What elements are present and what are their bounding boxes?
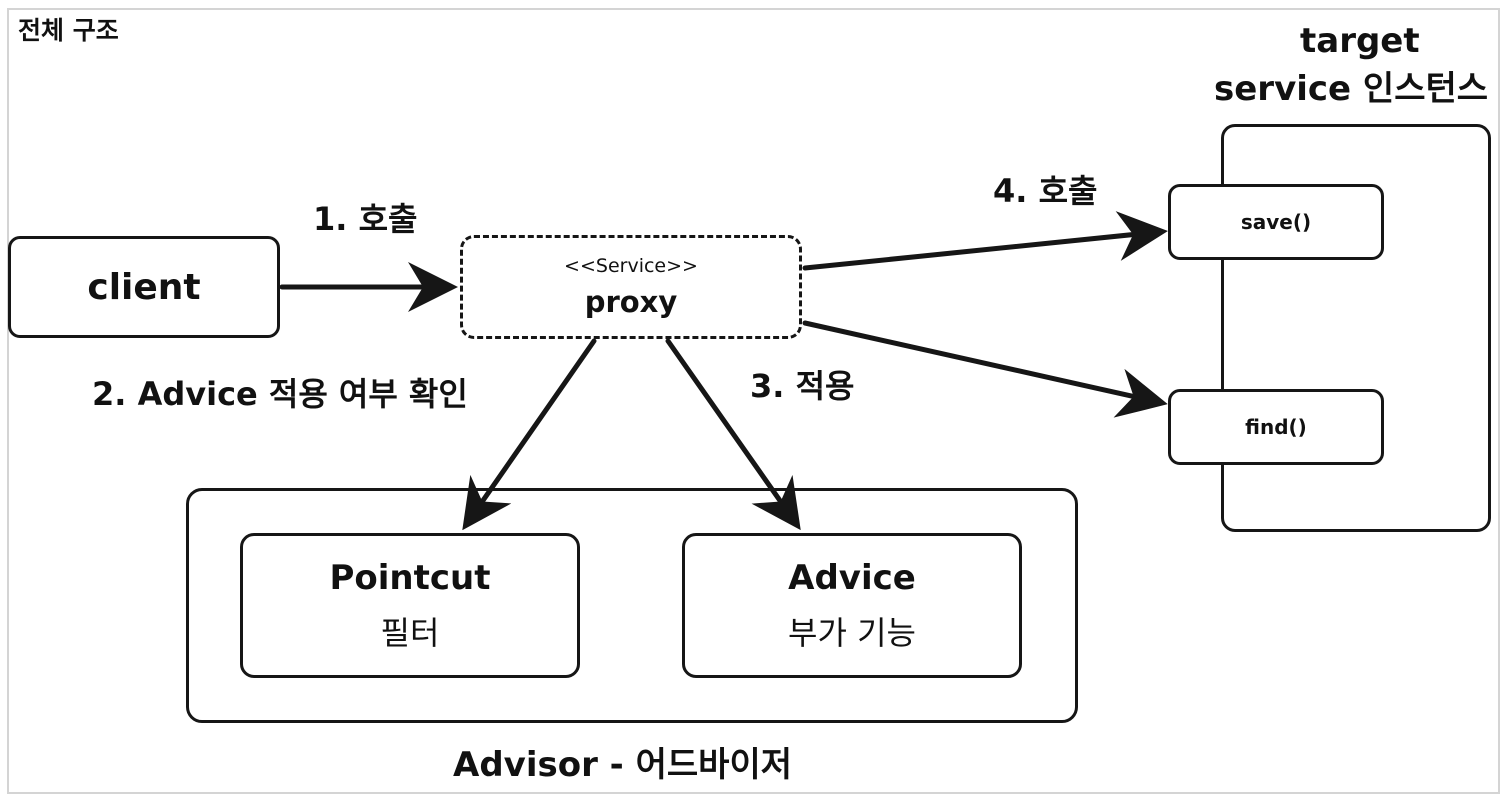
step-2-check-label: 2. Advice 적용 여부 확인 <box>92 375 468 413</box>
arrow-proxy-to-find <box>802 320 1168 418</box>
client-label: client <box>87 266 201 308</box>
step-3-apply-label: 3. 적용 <box>750 367 855 405</box>
pointcut-title: Pointcut <box>329 557 491 598</box>
pointcut-desc: 필터 <box>380 613 440 652</box>
diagram-frame <box>7 8 1500 794</box>
diagram-title: 전체 구조 <box>18 16 119 45</box>
target-label: target <box>1300 21 1420 61</box>
arrow-proxy-to-save <box>802 211 1168 271</box>
save-method-label: save() <box>1240 210 1312 234</box>
find-method-label: find() <box>1245 415 1307 439</box>
client-box[interactable]: client <box>8 236 280 338</box>
advice-title: Advice <box>788 557 916 598</box>
advice-box[interactable]: Advice 부가 기능 <box>682 533 1022 678</box>
pointcut-box[interactable]: Pointcut 필터 <box>240 533 580 678</box>
find-method-box[interactable]: find() <box>1168 389 1384 465</box>
arrow-proxy-to-advice <box>665 338 801 531</box>
arrow-proxy-to-pointcut <box>462 338 597 531</box>
proxy-box[interactable]: <<Service>> proxy <box>460 235 802 339</box>
save-method-box[interactable]: save() <box>1168 184 1384 260</box>
step-4-call-label: 4. 호출 <box>993 172 1098 210</box>
proxy-stereotype: <<Service>> <box>564 255 698 277</box>
target-instance-label: service 인스턴스 <box>1214 69 1489 109</box>
advisor-label: Advisor - 어드바이저 <box>453 745 793 785</box>
advice-desc: 부가 기능 <box>788 613 916 652</box>
step-1-call-label: 1. 호출 <box>313 200 418 238</box>
proxy-label: proxy <box>584 285 678 319</box>
